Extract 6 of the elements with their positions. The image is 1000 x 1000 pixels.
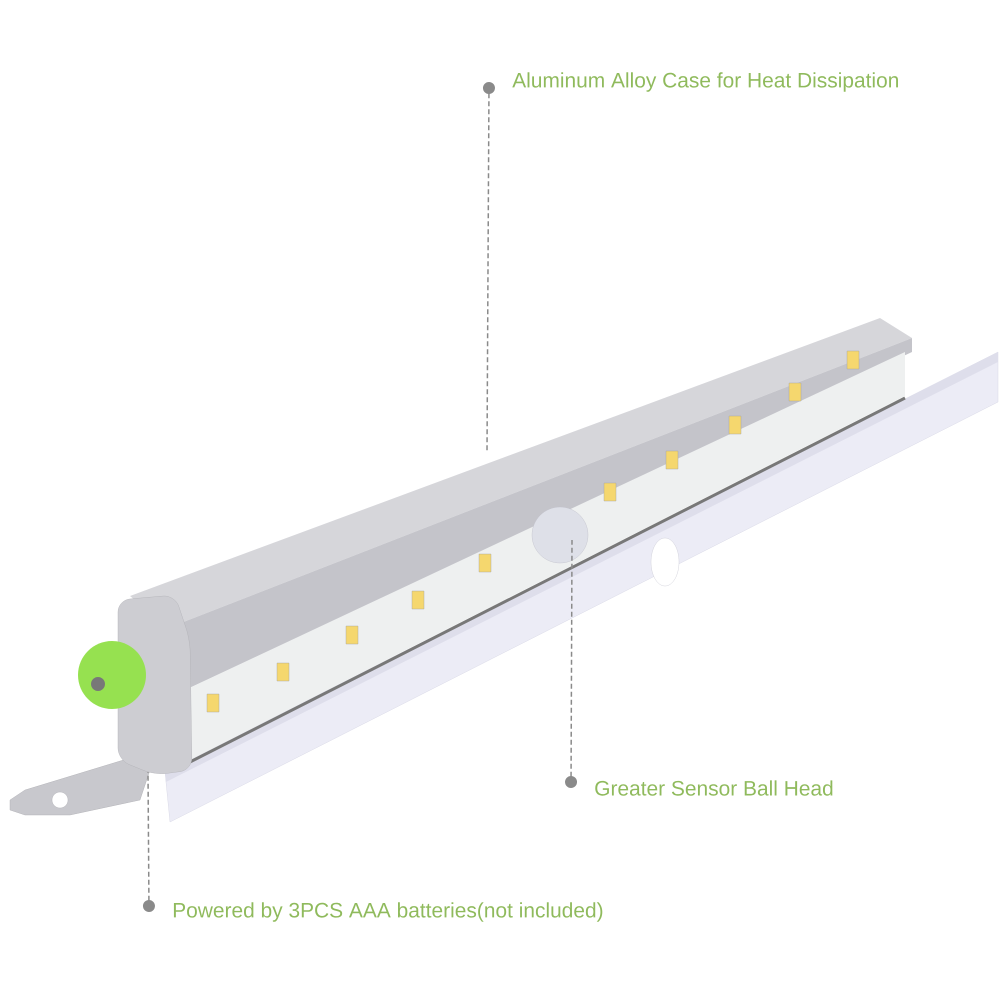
- callout-text: Aluminum Alloy Case for Heat Dissipation: [512, 72, 898, 92]
- leader-line: [565, 540, 578, 788]
- callout-text: Greater Sensor Ball Head: [595, 780, 832, 796]
- callout-text: Powered by 3PCS AAA batteries(not included): [174, 902, 602, 922]
- leader-line: [482, 82, 495, 452]
- leader-line: [142, 772, 155, 912]
